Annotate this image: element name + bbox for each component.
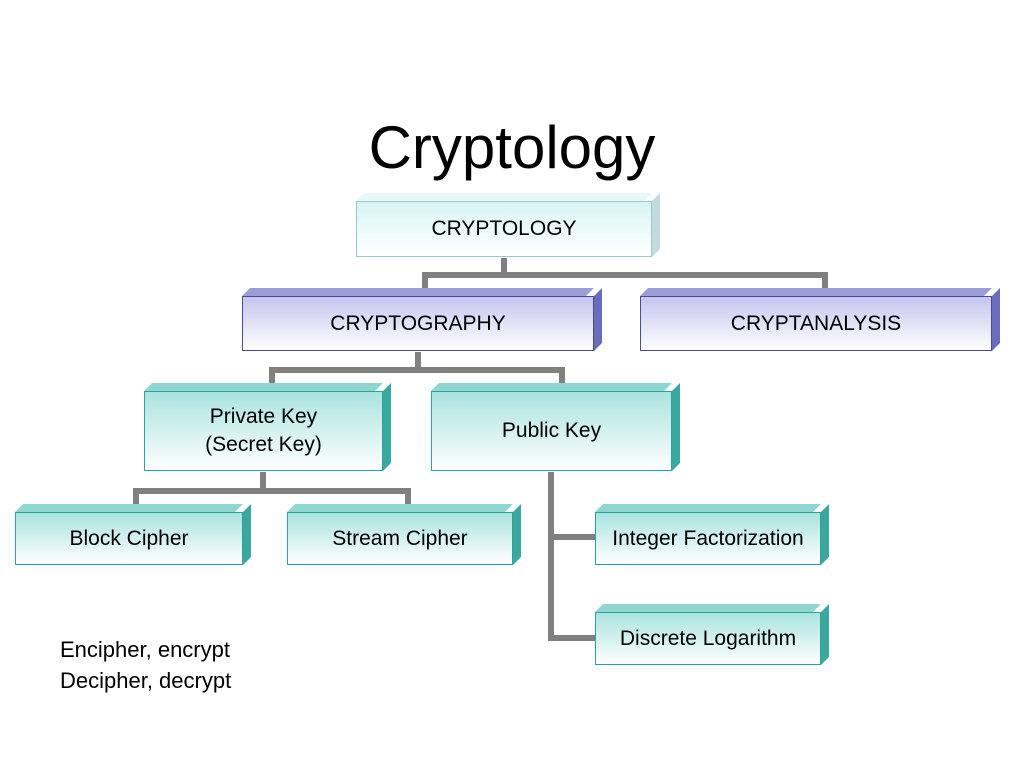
node-stream-cipher: Stream Cipher (287, 512, 513, 565)
node-cryptology: CRYPTOLOGY (356, 201, 652, 257)
node-discrete-logarithm-label: Discrete Logarithm (619, 626, 797, 650)
node-cryptanalysis: CRYPTANALYSIS (640, 296, 992, 351)
node-cryptology-label: CRYPTOLOGY (431, 217, 577, 240)
node-private-key: Private Key (Secret Key) (144, 391, 383, 471)
node-discrete-logarithm: Discrete Logarithm (595, 612, 821, 665)
connector-cryptology-branch (422, 258, 828, 290)
node-cryptanalysis-label: CRYPTANALYSIS (730, 311, 902, 335)
node-integer-factorization: Integer Factorization (595, 512, 821, 565)
note-encipher: Encipher, encrypt (60, 637, 230, 662)
node-integer-factorization-label: Integer Factorization (612, 526, 804, 550)
notes-block: Encipher, encrypt Decipher, decrypt (60, 634, 231, 696)
node-cryptography: CRYPTOGRAPHY (242, 296, 594, 351)
node-private-key-line2: (Secret Key) (205, 433, 322, 456)
page-title: Cryptology (368, 114, 656, 181)
connector-cryptography-branch (269, 352, 565, 384)
node-public-key: Public Key (431, 391, 672, 471)
connector-private-key-branch (133, 472, 411, 506)
note-decipher: Decipher, decrypt (60, 668, 232, 693)
node-block-cipher: Block Cipher (15, 512, 243, 565)
node-stream-cipher-label: Stream Cipher (332, 526, 468, 550)
node-private-key-line1: Private Key (209, 405, 318, 428)
node-block-cipher-label: Block Cipher (69, 526, 189, 550)
node-cryptography-label: CRYPTOGRAPHY (330, 311, 506, 335)
node-public-key-label: Public Key (501, 419, 602, 442)
node-private-key-label: Private Key (Secret Key) (201, 403, 326, 459)
connector-public-key-branch (548, 472, 595, 641)
